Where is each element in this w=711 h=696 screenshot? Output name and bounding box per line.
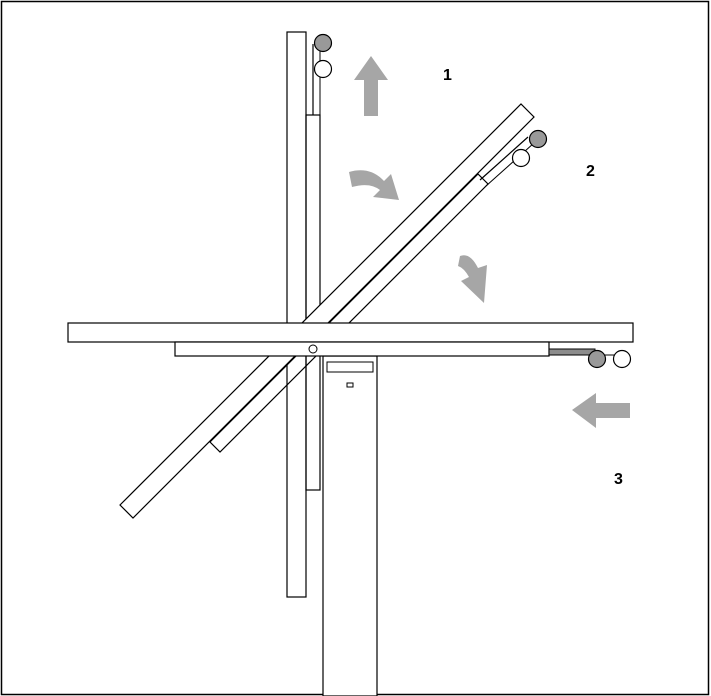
step-label-3: 3 <box>614 471 623 488</box>
column-slot <box>346 382 354 388</box>
curved-arrow-icon <box>349 170 399 200</box>
horizontal-frame-rail <box>174 341 550 357</box>
motion-arrows <box>349 56 630 428</box>
horizontal-tabletop <box>67 322 634 343</box>
vertical-tabletop <box>286 31 307 598</box>
diagonal-rod-edge <box>485 142 535 187</box>
tabletop-diagonal-position <box>119 103 548 519</box>
step-label-2: 2 <box>586 163 595 180</box>
step-label-1: 1 <box>443 67 452 84</box>
curved-arrow-down-icon <box>458 255 487 303</box>
column-collar <box>326 361 374 373</box>
diagonal-rod <box>479 136 529 181</box>
horizontal-knob-dark <box>587 349 607 369</box>
diagonal-knob-light <box>511 148 531 168</box>
column-body <box>322 355 378 696</box>
horizontal-knob-light <box>612 349 632 369</box>
horizontal-slide-bar <box>548 348 596 356</box>
vertical-knob-dark <box>313 33 333 53</box>
tabletop-vertical-position <box>286 31 333 598</box>
vertical-knob-light <box>313 59 333 79</box>
vertical-frame-rail <box>305 114 321 491</box>
diagonal-tabletop <box>119 103 535 519</box>
tabletop-horizontal-position <box>67 322 634 369</box>
diagonal-knob-dark <box>528 129 548 149</box>
table-column <box>322 355 378 696</box>
arrow-up-icon <box>354 56 388 116</box>
pivot-point <box>308 344 318 354</box>
arrow-left-icon <box>572 393 630 428</box>
